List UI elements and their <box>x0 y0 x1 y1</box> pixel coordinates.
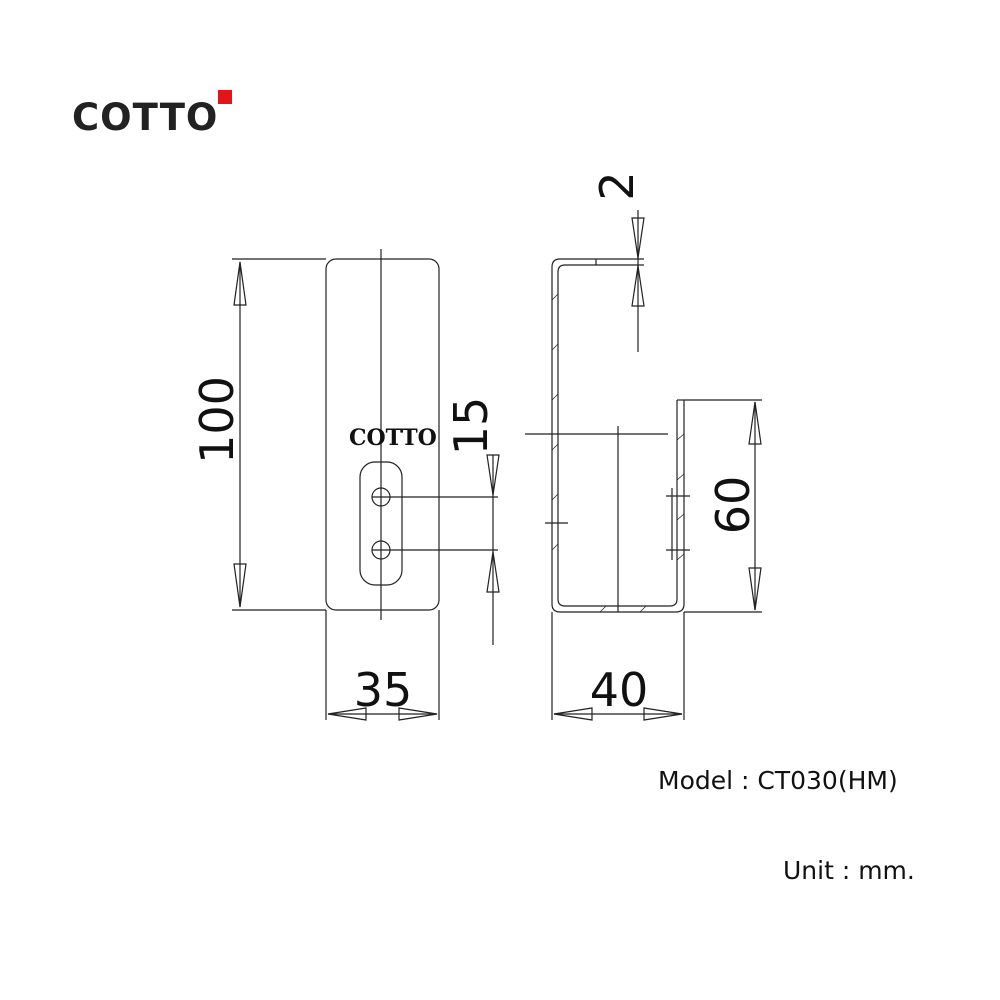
dim-100-label: 100 <box>190 376 244 464</box>
dim-60-label: 60 <box>706 476 760 535</box>
front-plate-outline <box>325 258 440 611</box>
dim-15-label: 15 <box>444 397 498 456</box>
dim-15-arrow-bottom <box>486 551 500 593</box>
dim-15-arrow-top <box>486 454 500 496</box>
dim-2-arrow-bottom <box>631 265 645 307</box>
engraved-brand-text: COTTO <box>349 425 437 451</box>
dim-40-label: 40 <box>590 663 649 717</box>
model-label: Model : CT030(HM) <box>658 766 898 795</box>
side-view <box>525 210 762 721</box>
dim-35-label: 35 <box>354 663 413 717</box>
unit-label: Unit : mm. <box>783 856 915 885</box>
profile-inner <box>557 264 678 607</box>
dim-60-arrow-bottom <box>748 567 762 611</box>
dim-35-arrow-left <box>327 707 367 721</box>
mounting-slot <box>359 461 403 586</box>
brand-logo: COTTO <box>72 90 232 140</box>
profile-outer <box>551 258 685 613</box>
dim-40-arrow-left <box>553 707 593 721</box>
dim-35-arrow-right <box>398 707 438 721</box>
dim-100-arrow-bottom <box>233 563 247 608</box>
logo-accent-square <box>218 90 232 104</box>
dim-2-label: 2 <box>590 171 644 200</box>
front-view <box>232 249 500 721</box>
dim-100-arrow-top <box>233 261 247 306</box>
dim-40-arrow-right <box>643 707 683 721</box>
dim-2-arrow-top <box>631 217 645 259</box>
logo-text: COTTO <box>72 96 219 139</box>
dim-60-arrow-top <box>748 401 762 445</box>
